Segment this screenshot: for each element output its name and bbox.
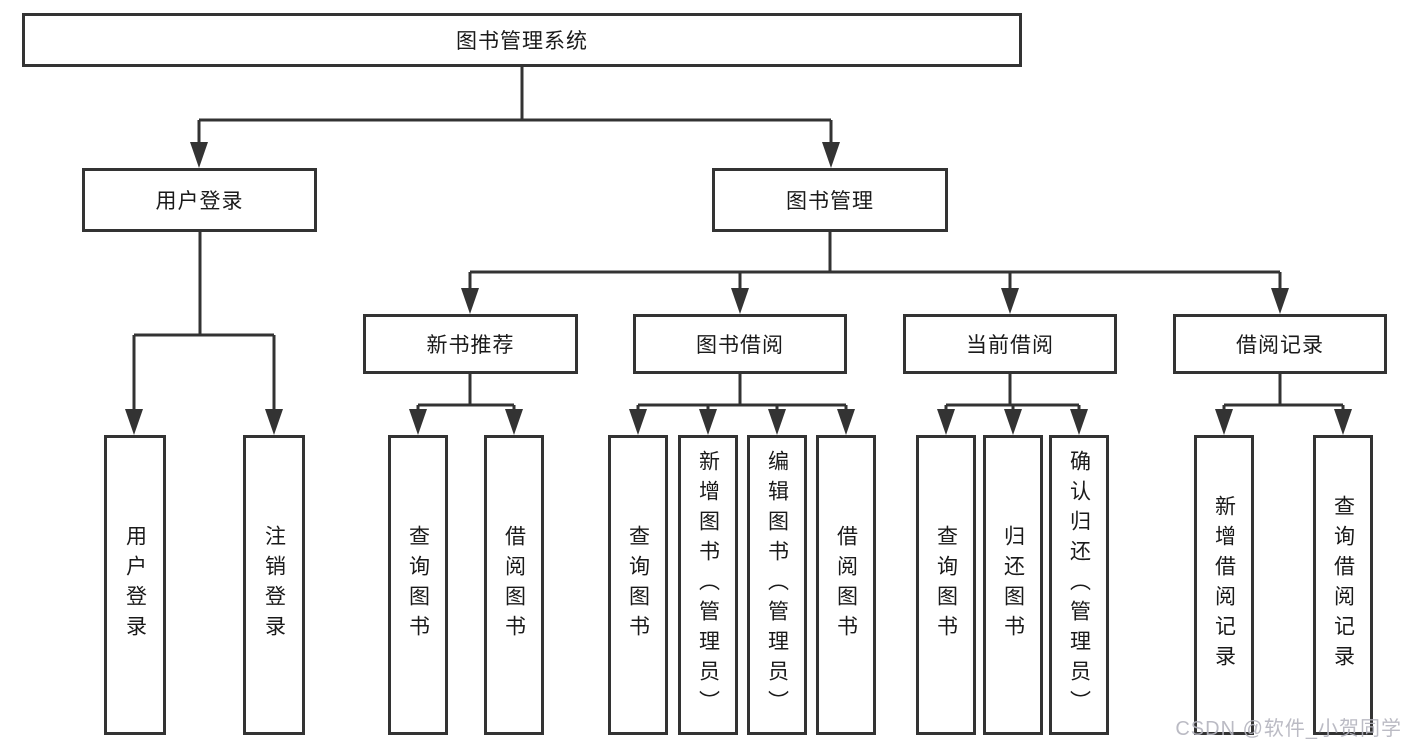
leaf-add-books-admin: 新增图书（管理员） <box>678 435 738 735</box>
node-user-login: 用户登录 <box>82 168 317 232</box>
node-book-management: 图书管理 <box>712 168 948 232</box>
node-book-borrowing: 图书借阅 <box>633 314 847 374</box>
leaf-query-books-current: 查询图书 <box>916 435 976 735</box>
leaf-add-borrow-record: 新增借阅记录 <box>1194 435 1254 735</box>
node-borrowing-records: 借阅记录 <box>1173 314 1387 374</box>
leaf-borrow-books: 借阅图书 <box>816 435 876 735</box>
csdn-watermark: CSDN @软件_小贺同学 <box>1175 718 1402 740</box>
node-current-borrowing: 当前借阅 <box>903 314 1117 374</box>
leaf-query-books-borrow: 查询图书 <box>608 435 668 735</box>
leaf-edit-books-admin: 编辑图书（管理员） <box>747 435 807 735</box>
leaf-user-login: 用户登录 <box>104 435 166 735</box>
leaf-query-books-recommend: 查询图书 <box>388 435 448 735</box>
node-library-management-system: 图书管理系统 <box>22 13 1022 67</box>
leaf-return-books: 归还图书 <box>983 435 1043 735</box>
node-new-book-recommendation: 新书推荐 <box>363 314 578 374</box>
leaf-borrow-books-recommend: 借阅图书 <box>484 435 544 735</box>
leaf-confirm-return-admin: 确认归还（管理员） <box>1049 435 1109 735</box>
leaf-query-borrow-record: 查询借阅记录 <box>1313 435 1373 735</box>
leaf-logout: 注销登录 <box>243 435 305 735</box>
